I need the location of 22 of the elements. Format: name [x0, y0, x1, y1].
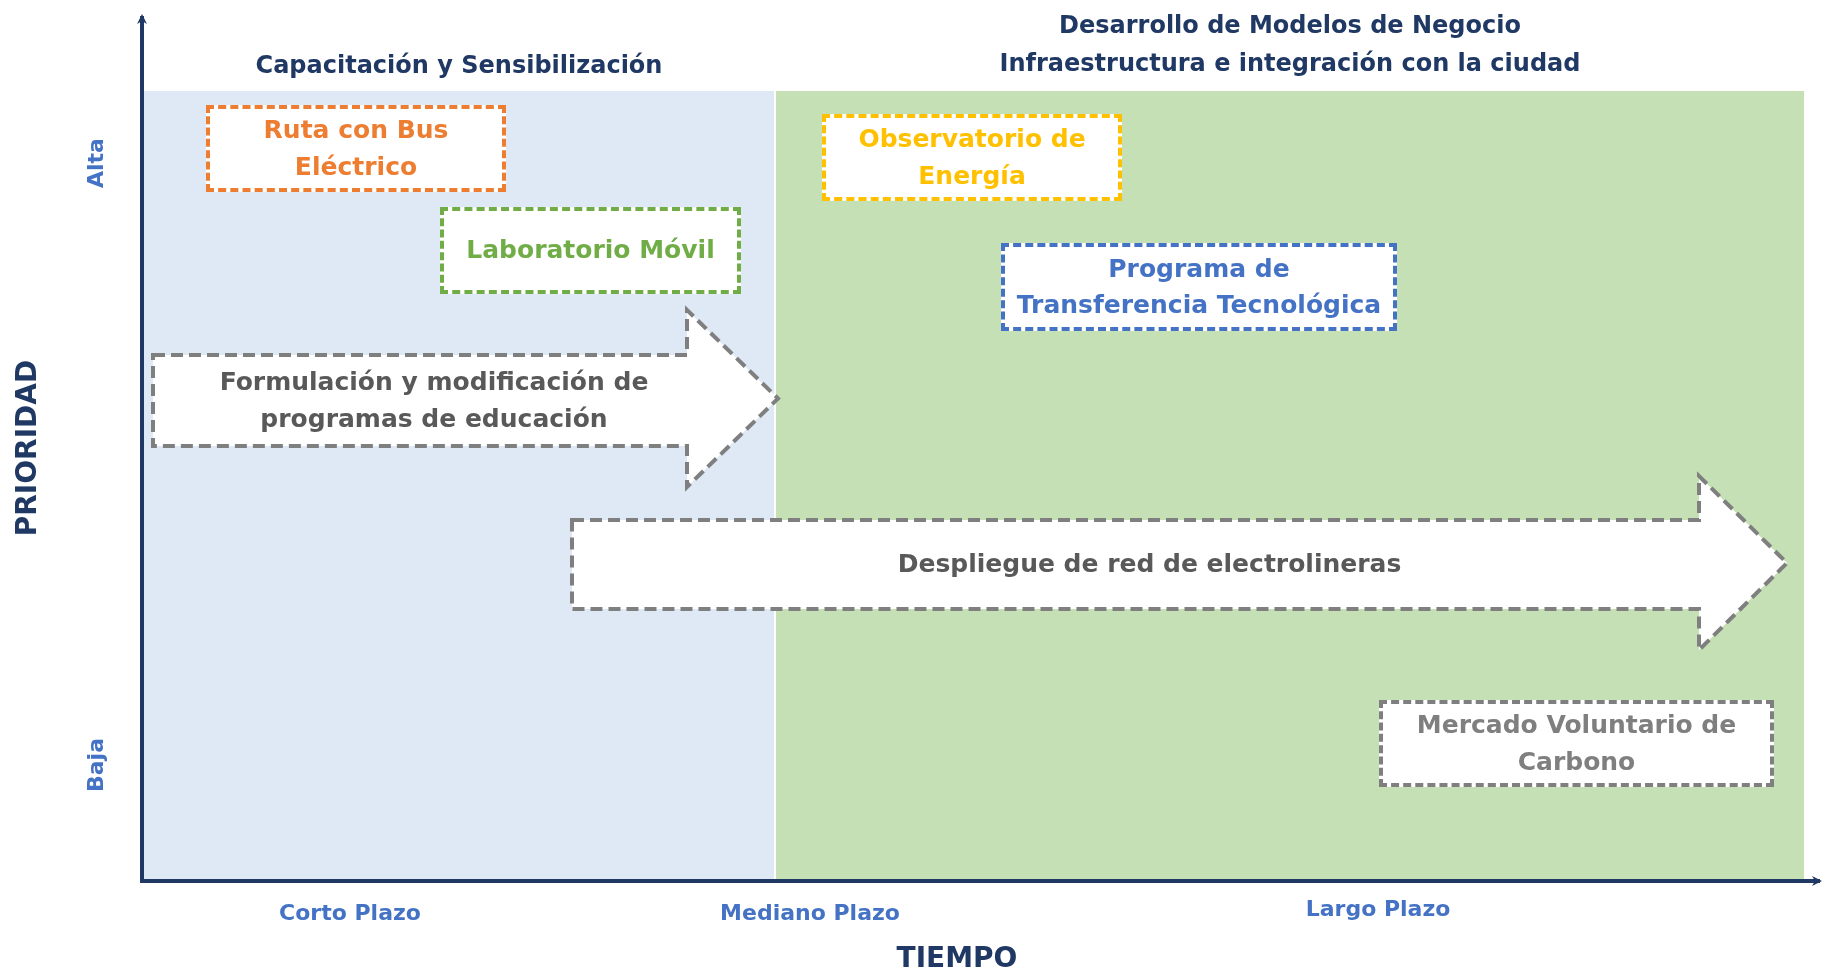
arrow-label: Formulación y modificación de programas de educación — [218, 366, 650, 435]
box-label: Mercado Voluntario de Carbono — [1415, 709, 1738, 778]
axis-label: PRIORIDAD — [9, 359, 43, 537]
arrow-label: Despliegue de red de electrolineras — [897, 548, 1402, 581]
box-label: Programa de Transferencia Tecnológica — [1015, 252, 1383, 321]
dashed-box — [1001, 243, 1397, 331]
dashed-box — [1379, 700, 1774, 787]
box-label: Laboratorio Móvil — [466, 234, 715, 267]
region-heading: Desarrollo de Modelos de Negocio — [1059, 11, 1521, 39]
axis-label: Baja — [82, 738, 108, 792]
axis-label: Corto Plazo — [279, 899, 421, 925]
dashed-box — [206, 105, 506, 192]
box-label: Observatorio de Energía — [857, 123, 1087, 192]
box-label: Ruta con Bus Eléctrico — [262, 114, 450, 183]
dashed-box — [822, 114, 1122, 201]
axis-label: Alta — [82, 138, 108, 188]
axis-label: TIEMPO — [896, 940, 1018, 974]
dashed-box — [440, 207, 741, 294]
region-heading: Capacitación y Sensibilización — [255, 51, 663, 79]
axis-label: Largo Plazo — [1305, 895, 1451, 921]
axis-label: Mediano Plazo — [720, 899, 900, 925]
region-heading: Infraestructura e integración con la ciudad — [999, 49, 1581, 77]
